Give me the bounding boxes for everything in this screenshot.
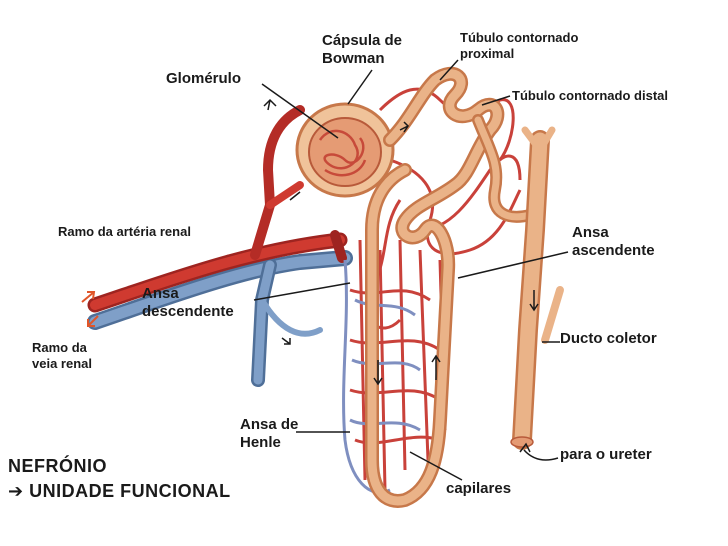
label-ansa-ascendente: Ansa ascendente bbox=[572, 224, 655, 260]
label-capsula-line1: Cápsula de bbox=[322, 32, 402, 50]
label-ramo-veia: Ramo da veia renal bbox=[32, 340, 92, 371]
label-para-ureter: para o ureter bbox=[560, 446, 652, 464]
label-tubulo-proximal: Túbulo contornado proximal bbox=[460, 30, 578, 61]
collecting-duct bbox=[511, 130, 560, 447]
label-capsula-bowman: Cápsula de Bowman bbox=[322, 32, 402, 68]
label-ansa-ascendente-line1: Ansa bbox=[572, 224, 655, 242]
label-ansa-descendente-line2: descendente bbox=[142, 303, 234, 321]
label-tubulo-distal: Túbulo contornado distal bbox=[512, 88, 668, 104]
label-ansa-henle-line2: Henle bbox=[240, 434, 298, 452]
bowman-capsule bbox=[297, 104, 393, 196]
label-ansa-descendente-line1: Ansa bbox=[142, 285, 234, 303]
label-ansa-henle: Ansa de Henle bbox=[240, 416, 298, 452]
diagram-title: NEFRÓNIO ➔ UNIDADE FUNCIONAL bbox=[8, 456, 231, 502]
label-ramo-veia-line1: Ramo da bbox=[32, 340, 92, 356]
label-tubulo-proximal-line1: Túbulo contornado bbox=[460, 30, 578, 46]
label-ansa-henle-line1: Ansa de bbox=[240, 416, 298, 434]
label-ramo-veia-line2: veia renal bbox=[32, 356, 92, 372]
label-glomerulo: Glomérulo bbox=[166, 70, 241, 88]
label-capsula-line2: Bowman bbox=[322, 50, 402, 68]
label-ramo-arteria: Ramo da artéria renal bbox=[58, 224, 191, 240]
title-line1: NEFRÓNIO bbox=[8, 456, 231, 478]
label-tubulo-proximal-line2: proximal bbox=[460, 46, 578, 62]
label-ansa-ascendente-line2: ascendente bbox=[572, 242, 655, 260]
title-line2: ➔ UNIDADE FUNCIONAL bbox=[8, 481, 231, 503]
label-ducto-coletor: Ducto coletor bbox=[560, 330, 657, 348]
label-ansa-descendente: Ansa descendente bbox=[142, 285, 234, 321]
tubules bbox=[372, 74, 530, 501]
label-capilares: capilares bbox=[446, 480, 511, 498]
